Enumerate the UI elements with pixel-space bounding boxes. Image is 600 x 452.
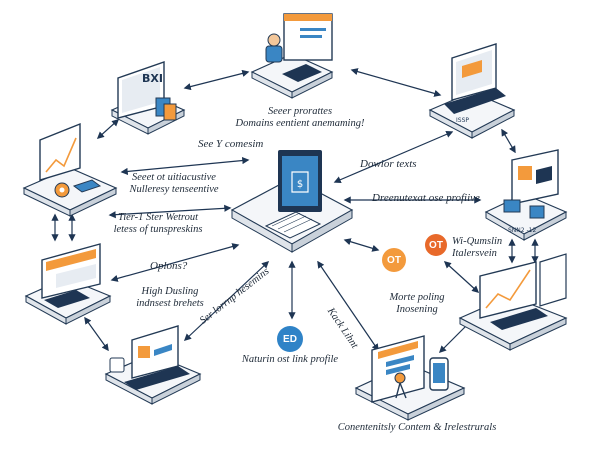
arrow-hub-left bbox=[108, 204, 232, 219]
bottom-left-node bbox=[104, 325, 202, 405]
label-right-lower: Morte poling Inosening bbox=[389, 292, 445, 315]
bottom-right-node bbox=[354, 335, 466, 421]
arrow-hub-bottomleft bbox=[183, 261, 270, 341]
top-left-node bbox=[110, 61, 186, 135]
arrow-topleft-topcenter bbox=[183, 69, 250, 91]
arrow-hub-leftupper bbox=[120, 156, 250, 176]
label-left-upper: Seeet ot uitiacustive Nulleresy tenseent… bbox=[129, 172, 219, 195]
label-bottom-mid: Naturin ost link profile bbox=[241, 354, 339, 365]
label-mid-left-small: Oplons? bbox=[150, 260, 188, 272]
top-left-screen-text: BXI bbox=[142, 72, 163, 85]
badge-ot-deep: OT bbox=[425, 234, 447, 256]
label-right-badge: Wi-Qumslin Italersvein bbox=[452, 236, 503, 259]
svg-text:$: $ bbox=[297, 179, 303, 190]
label-hub-top-left: See Y comesim bbox=[198, 138, 264, 150]
arrow-hub-topright bbox=[333, 130, 454, 184]
arrow-topright-right bbox=[501, 128, 516, 154]
label-right-mid: Dreenutexat ose profiive bbox=[372, 192, 480, 204]
arrow-hub-leftmid bbox=[110, 243, 240, 282]
arrow-hub-bottomright bbox=[317, 260, 379, 352]
arrow-leftmid-bottomleft bbox=[84, 316, 109, 352]
label-left-lower: Tier-1 Ster Wetrout letess of tunspreski… bbox=[113, 212, 203, 235]
label-left-mid: High Dusling indnsest brehets bbox=[136, 286, 204, 309]
top-right-node bbox=[428, 43, 516, 139]
label-bottom-caption: Conentenitsly Contem & Irelestrurals bbox=[337, 422, 497, 433]
label-top-center: Seeer prorattes Domains eentient anemami… bbox=[235, 106, 365, 129]
badge-ed: ED bbox=[277, 326, 303, 352]
arrow-topcenter-topright bbox=[350, 68, 442, 97]
arrow-hub-ot bbox=[343, 238, 380, 252]
left-upper-node bbox=[22, 122, 118, 217]
arrow-topleft-leftupper bbox=[96, 119, 120, 139]
label-hub-top-right: Dowior texts bbox=[360, 158, 417, 170]
badge-ot-orange: OT bbox=[382, 248, 406, 272]
right-screen-text: SNN2 -12 bbox=[508, 227, 536, 234]
top-right-screen-text: ISSP bbox=[456, 117, 469, 124]
arrow-otbadge-rightlower bbox=[443, 261, 480, 293]
right-node bbox=[484, 149, 568, 241]
right-lower-node bbox=[458, 253, 568, 351]
left-mid-node bbox=[24, 243, 112, 325]
hub-node: $ bbox=[230, 150, 354, 253]
top-center-node bbox=[250, 13, 334, 99]
